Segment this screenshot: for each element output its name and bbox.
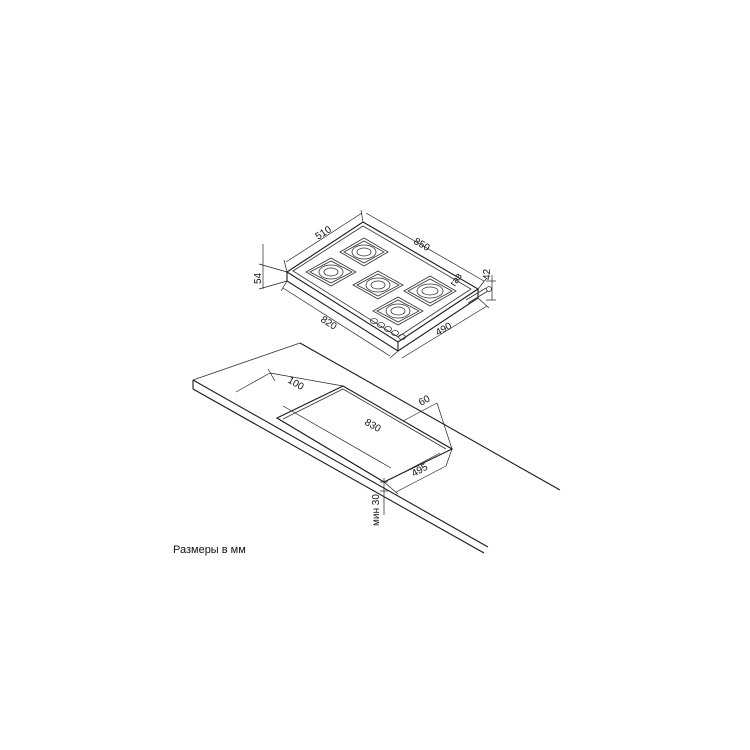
burner-front-left (305, 257, 357, 287)
label-cutout-depth: 495 (410, 462, 430, 480)
label-base-depth: 490 (434, 321, 454, 339)
countertop-front-edge (192, 379, 489, 548)
units-caption: Размеры в мм (173, 544, 246, 556)
label-hob-height: 54 (253, 272, 264, 284)
label-gas-height: 42 (482, 268, 493, 280)
label-base-width: 820 (318, 314, 338, 333)
gas-connection (465, 286, 492, 304)
label-cutout-back-offset: 100 (286, 375, 306, 393)
label-hob-depth: 510 (314, 224, 334, 243)
burner-back-left (339, 237, 389, 267)
countertop-back-edge (299, 342, 561, 491)
label-cutout-width: 830 (363, 417, 383, 435)
hob-unit (285, 221, 492, 352)
cutout-dimensions (235, 368, 453, 515)
burner-back-right (403, 275, 457, 307)
burner-center (352, 270, 404, 300)
label-min-thickness: мин 30 (371, 494, 382, 526)
hob-dimensions (258, 209, 496, 359)
control-knobs (370, 318, 406, 340)
countertop (192, 342, 561, 554)
label-cutout-side-offset: 60 (417, 393, 433, 408)
burner-front-right (372, 296, 424, 326)
